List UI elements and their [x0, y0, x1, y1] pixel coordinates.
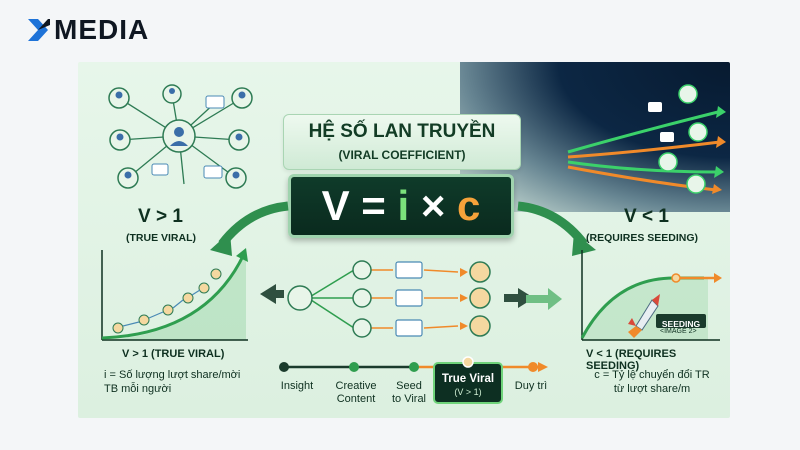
plateau-chart-icon: [580, 250, 722, 341]
right-caption: V < 1 (REQUIRES SEEDING): [586, 348, 677, 372]
right-desc-line2: từ lượt share/m: [613, 383, 691, 395]
people-network-icon: [108, 84, 253, 189]
right-desc-line1: c = Tỷ lệ chuyển đổi TR: [594, 369, 710, 381]
image-label: <IMAGE 2>: [660, 328, 697, 335]
left-desc-line1: i = Số lượng lượt share/mời: [104, 369, 241, 381]
seeding-badge: SEEDING: [656, 314, 706, 329]
viral-spread-arrows-icon: [567, 84, 726, 194]
right-subheading: (REQUIRES SEEDING): [586, 232, 699, 244]
left-caption: V > 1 (TRUE VIRAL): [122, 348, 225, 360]
exponential-growth-chart-icon: [101, 248, 248, 341]
left-subheading: (TRUE VIRAL): [126, 232, 196, 244]
formula-v: V: [321, 182, 350, 229]
timeline-step-5: Duy trì: [514, 380, 548, 392]
split-arrows-icon: [210, 201, 596, 256]
timeline-step-4-highlight: True Viral (V > 1): [433, 362, 503, 404]
left-desc-line2: TB mỗi người: [104, 383, 172, 395]
logo-text: MEDIA: [54, 14, 150, 45]
left-heading: V > 1: [138, 206, 183, 227]
right-description: c = Tỷ lệ chuyển đổi TR từ lượt share/m: [586, 368, 718, 396]
title-box: HỆ SỐ LAN TRUYỀN (VIRAL COEFFICIENT): [283, 114, 521, 170]
timeline-step-1: Insight: [280, 380, 314, 392]
formula-i: i: [397, 182, 410, 229]
timeline-step-3: Seed to Viral: [391, 380, 427, 405]
formula-c: c: [457, 182, 481, 229]
share-network-icon: [260, 260, 534, 338]
timeline-step-2: Creative Content: [335, 380, 377, 405]
infographic-panel: HỆ SỐ LAN TRUYỀN (VIRAL COEFFICIENT) V =…: [78, 62, 730, 418]
seeding-label: SEEDING: [661, 319, 701, 329]
right-heading: V < 1: [624, 206, 669, 227]
brand-logo: MEDIA: [26, 14, 149, 46]
formula-times: ×: [420, 182, 446, 229]
title-sub: (VIRAL COEFFICIENT): [338, 148, 466, 162]
logo-mark-icon: [28, 19, 50, 41]
timeline-line-icon: [279, 362, 548, 372]
right-flow-arrow-icon: [526, 288, 562, 310]
formula-box: V = i × c: [288, 174, 514, 238]
timeline-highlight-dot-icon: [462, 356, 474, 368]
title-main: HỆ SỐ LAN TRUYỀN: [308, 121, 496, 142]
formula-equals: =: [361, 182, 386, 229]
left-description: i = Số lượng lượt share/mời TB mỗi người: [104, 368, 240, 396]
